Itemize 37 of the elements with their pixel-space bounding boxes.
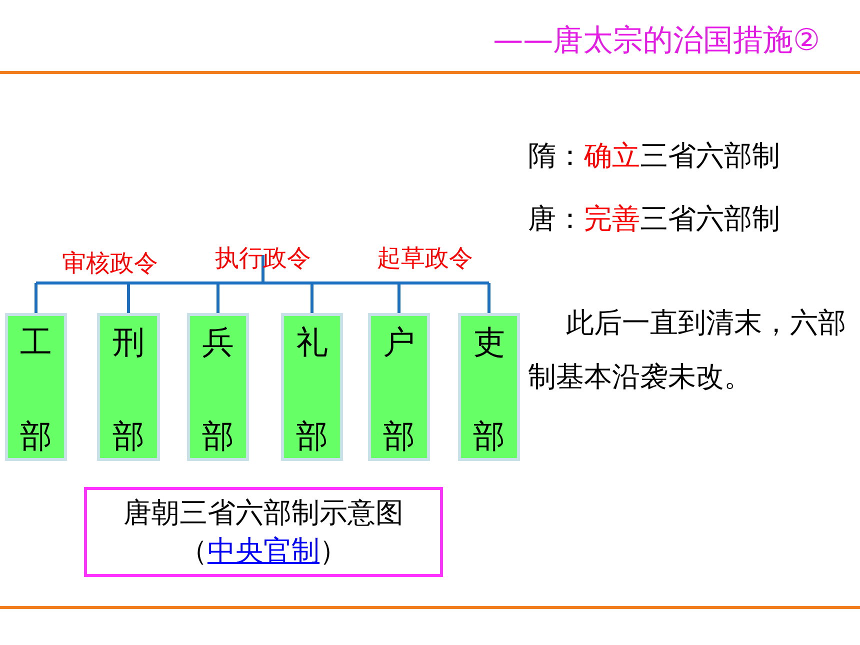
- note-text: 此后一直到清末，六部制基本沿袭未改。: [528, 305, 847, 395]
- connector-line: [127, 283, 130, 313]
- department-name: 兵: [202, 326, 234, 358]
- department-name: 部: [112, 420, 144, 452]
- department-box: [458, 313, 520, 461]
- slide-title: ——唐太宗的治国措施②: [493, 22, 820, 60]
- department-box: [187, 313, 249, 461]
- department-name: 礼: [296, 326, 328, 358]
- department-name: 刑: [112, 326, 144, 358]
- bracket: （: [180, 533, 208, 569]
- bracket: ）: [320, 533, 348, 569]
- connector-line: [34, 254, 490, 284]
- connector-line: [34, 283, 38, 313]
- connector-line: [216, 283, 220, 313]
- note-text: 唐：完善三省六部制: [528, 201, 781, 237]
- department-box: [5, 313, 67, 461]
- department-box: [97, 313, 160, 461]
- department-name: 部: [383, 420, 415, 452]
- department-name: 部: [473, 420, 505, 452]
- department-box: [281, 313, 343, 461]
- caption-link: 中央官制: [208, 533, 320, 569]
- bus-label: 起草政令: [376, 243, 474, 274]
- connector-line: [398, 283, 400, 313]
- department-box: [368, 313, 430, 461]
- department-name: 部: [296, 420, 328, 452]
- connector-line: [310, 283, 314, 313]
- caption-box: [84, 487, 443, 577]
- connector-line: [488, 283, 490, 313]
- department-name: 吏: [473, 326, 505, 358]
- department-name: 部: [20, 420, 52, 452]
- note-text: 隋：确立三省六部制: [528, 138, 781, 174]
- bus-label: 执行政令: [214, 243, 312, 274]
- department-name: 部: [202, 420, 234, 452]
- department-name: 户: [383, 326, 415, 358]
- bus-label: 审核政令: [61, 248, 159, 279]
- diagram-caption: 唐朝三省六部制示意图: [124, 495, 404, 531]
- department-name: 工: [20, 326, 52, 358]
